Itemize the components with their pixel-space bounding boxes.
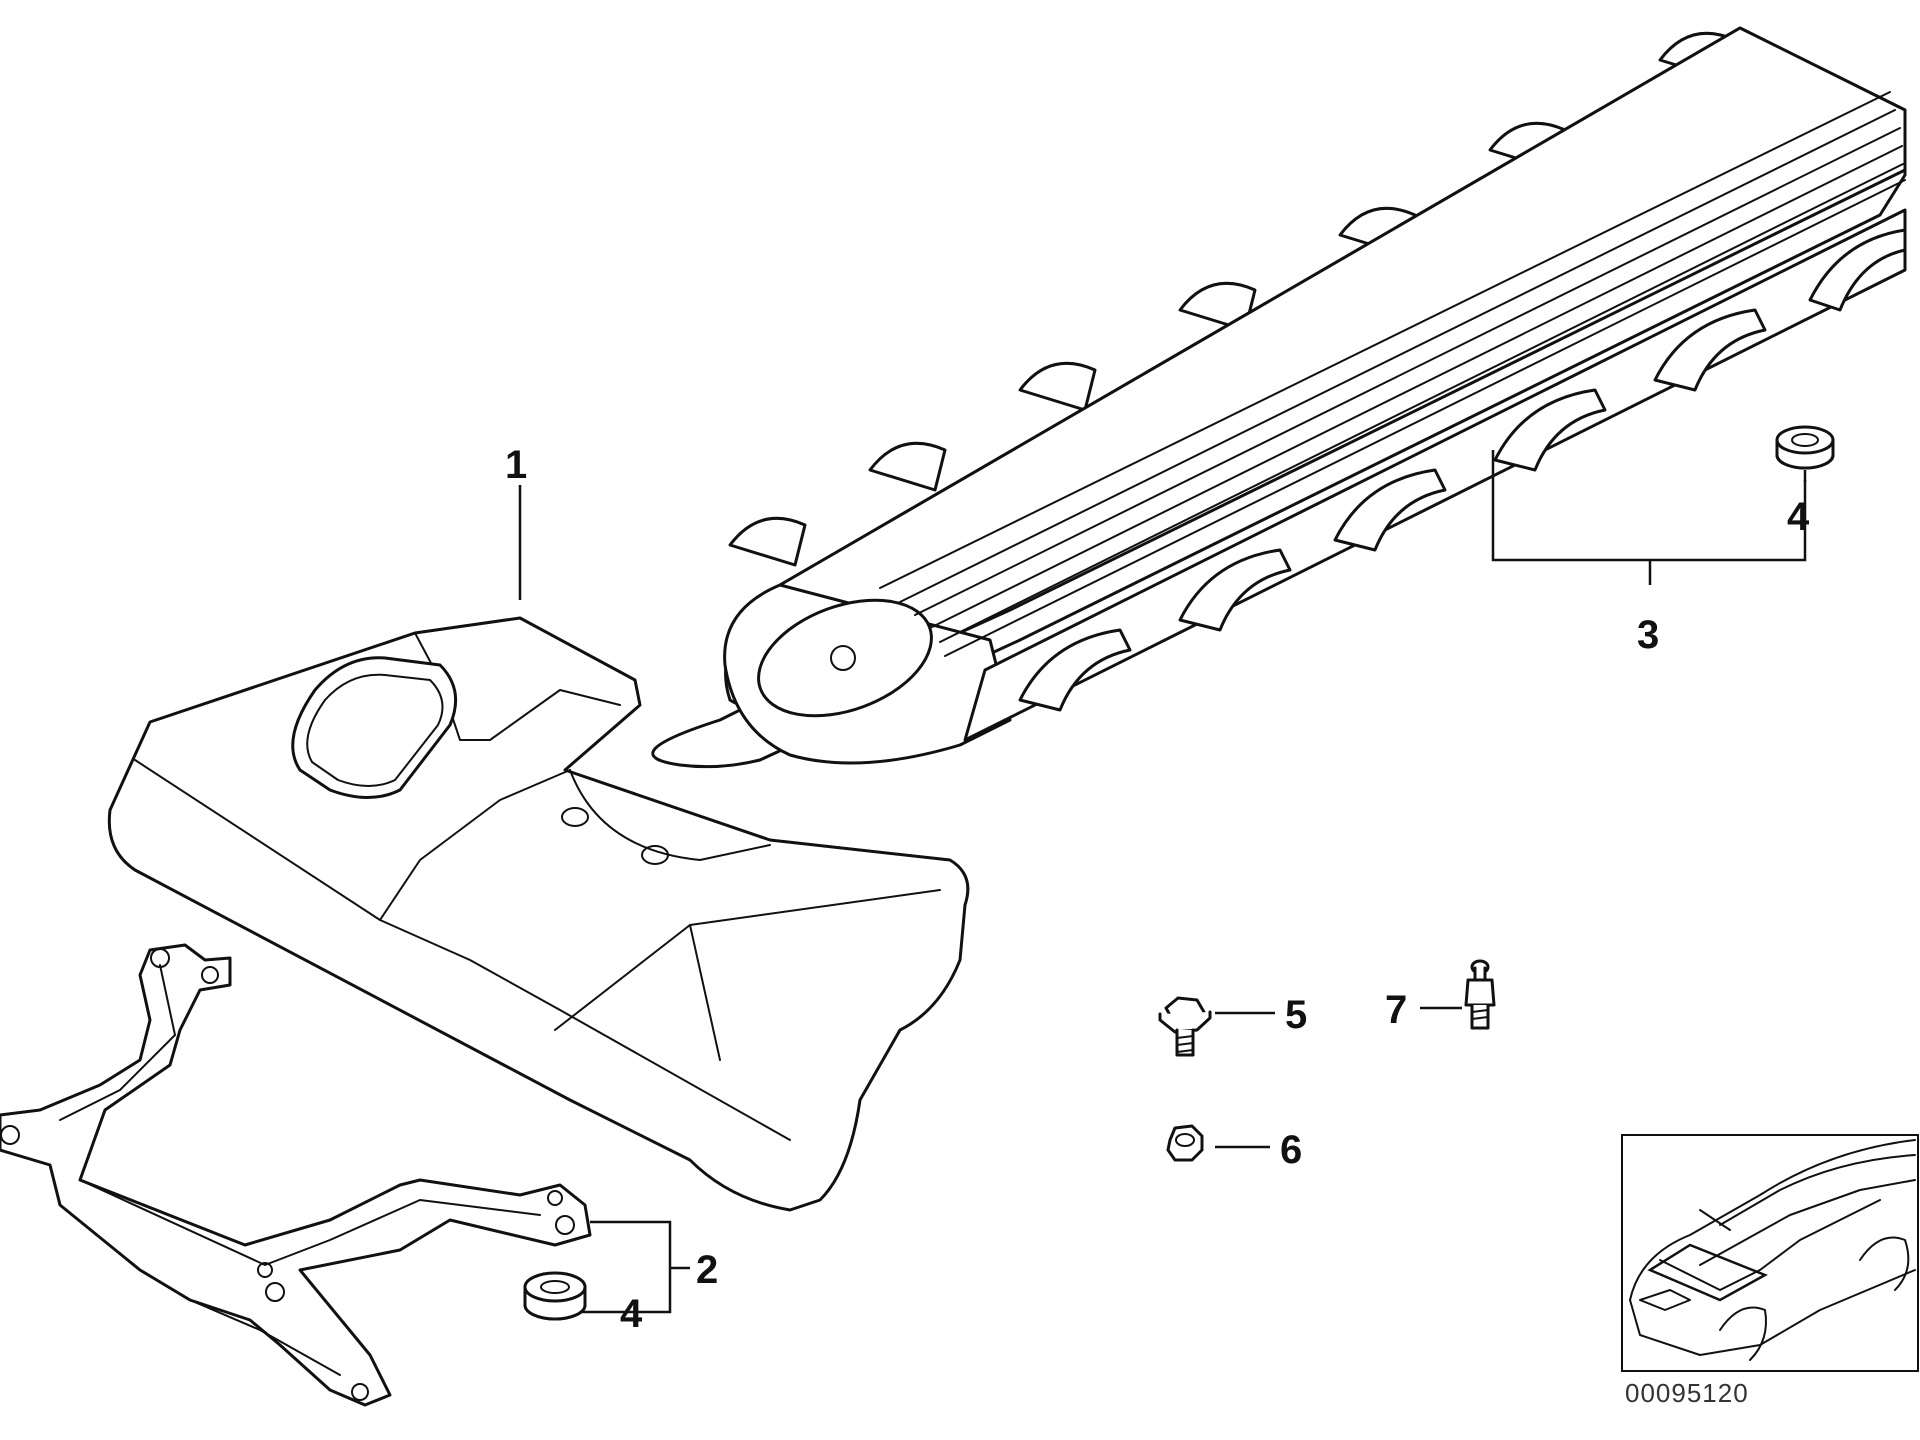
support-bracket[interactable] [0, 943, 592, 1407]
document-number: 00095120 [1625, 1378, 1749, 1408]
cover-bumps [728, 31, 1737, 567]
cover-ribs [879, 91, 1906, 657]
engine-cover-rear[interactable] [651, 26, 1907, 769]
cover-tabs [1018, 228, 1907, 712]
leader-lines [518, 450, 1807, 1314]
hex-nut[interactable] [1166, 1124, 1204, 1162]
callout-2: 2 [696, 1248, 718, 1292]
callout-4-lower: 4 [620, 1292, 643, 1336]
hex-bolt[interactable] [1158, 996, 1212, 1057]
rubber-grommet-lower[interactable] [523, 1271, 587, 1321]
stud-pin[interactable] [1464, 959, 1496, 1030]
callout-6: 6 [1280, 1128, 1302, 1172]
engine-cover-front[interactable] [107, 616, 970, 1212]
callout-1: 1 [505, 443, 527, 487]
callout-7: 7 [1385, 988, 1407, 1032]
car-location-thumbnail [1621, 1134, 1919, 1372]
rubber-grommet-upper[interactable] [1775, 425, 1835, 470]
callout-5: 5 [1285, 993, 1307, 1037]
callout-3: 3 [1637, 613, 1659, 657]
callout-4-upper: 4 [1787, 495, 1810, 539]
